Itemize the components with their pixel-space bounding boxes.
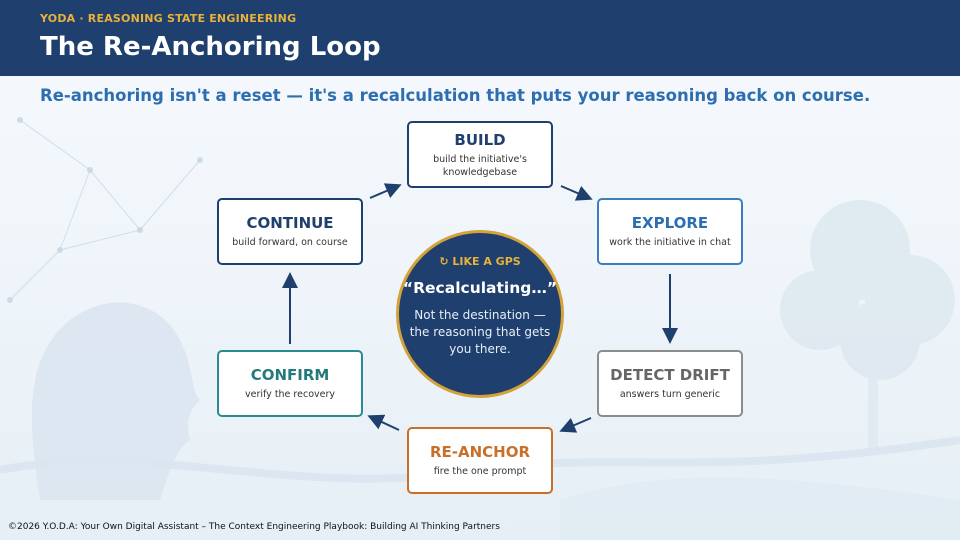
network-nodes-decoration (7, 117, 203, 303)
page-title: The Re-Anchoring Loop (40, 32, 381, 62)
loop-step-build: BUILD build the initiative's knowledgeba… (407, 121, 553, 188)
loop-step-continue: CONTINUE build forward, on course (217, 198, 363, 265)
book-decoration (560, 477, 960, 540)
header-bar: YODA · REASONING STATE ENGINEERING The R… (0, 0, 960, 76)
step-title: EXPLORE (631, 214, 709, 232)
page-subtitle: Re-anchoring isn't a reset — it's a reca… (40, 86, 871, 105)
step-description: verify the recovery (244, 389, 335, 400)
header-kicker: YODA · REASONING STATE ENGINEERING (40, 12, 297, 25)
step-title: RE-ANCHOR (429, 443, 531, 461)
arrow-drift-to-reanchor (559, 417, 592, 433)
step-description: fire the one prompt (433, 466, 527, 477)
gps-badge: ↻ LIKE A GPS (439, 255, 521, 268)
step-title: DETECT DRIFT (610, 366, 730, 384)
step-title: CONFIRM (250, 366, 330, 384)
network-lines-decoration (9, 119, 201, 301)
step-title: CONTINUE (246, 214, 334, 232)
step-title: BUILD (454, 131, 506, 149)
step-description: work the initiative in chat (609, 237, 731, 248)
step-description: build the initiative's knowledgebase (433, 154, 527, 178)
head-silhouette-decoration (31, 302, 200, 500)
loop-step-explore: EXPLORE work the initiative in chat (597, 198, 743, 265)
loop-step-detect-drift: DETECT DRIFT answers turn generic (597, 350, 743, 417)
loop-step-confirm: CONFIRM verify the recovery (217, 350, 363, 417)
center-description: Not the destination — the reasoning that… (409, 308, 551, 356)
step-description: build forward, on course (232, 237, 348, 248)
arrow-build-to-explore (560, 185, 593, 201)
arrow-reanchor-to-confirm (367, 414, 400, 431)
tree-decoration (780, 200, 955, 450)
footer-copyright: ©2026 Y.O.D.A: Your Own Digital Assistan… (8, 522, 500, 532)
center-headline: “Recalculating…” (402, 279, 558, 297)
loop-step-re-anchor: RE-ANCHOR fire the one prompt (407, 427, 553, 494)
arrow-continue-to-build (369, 183, 402, 199)
center-gps-circle: ↻ LIKE A GPS “Recalculating…” Not the de… (396, 230, 564, 398)
step-description: answers turn generic (619, 389, 721, 400)
